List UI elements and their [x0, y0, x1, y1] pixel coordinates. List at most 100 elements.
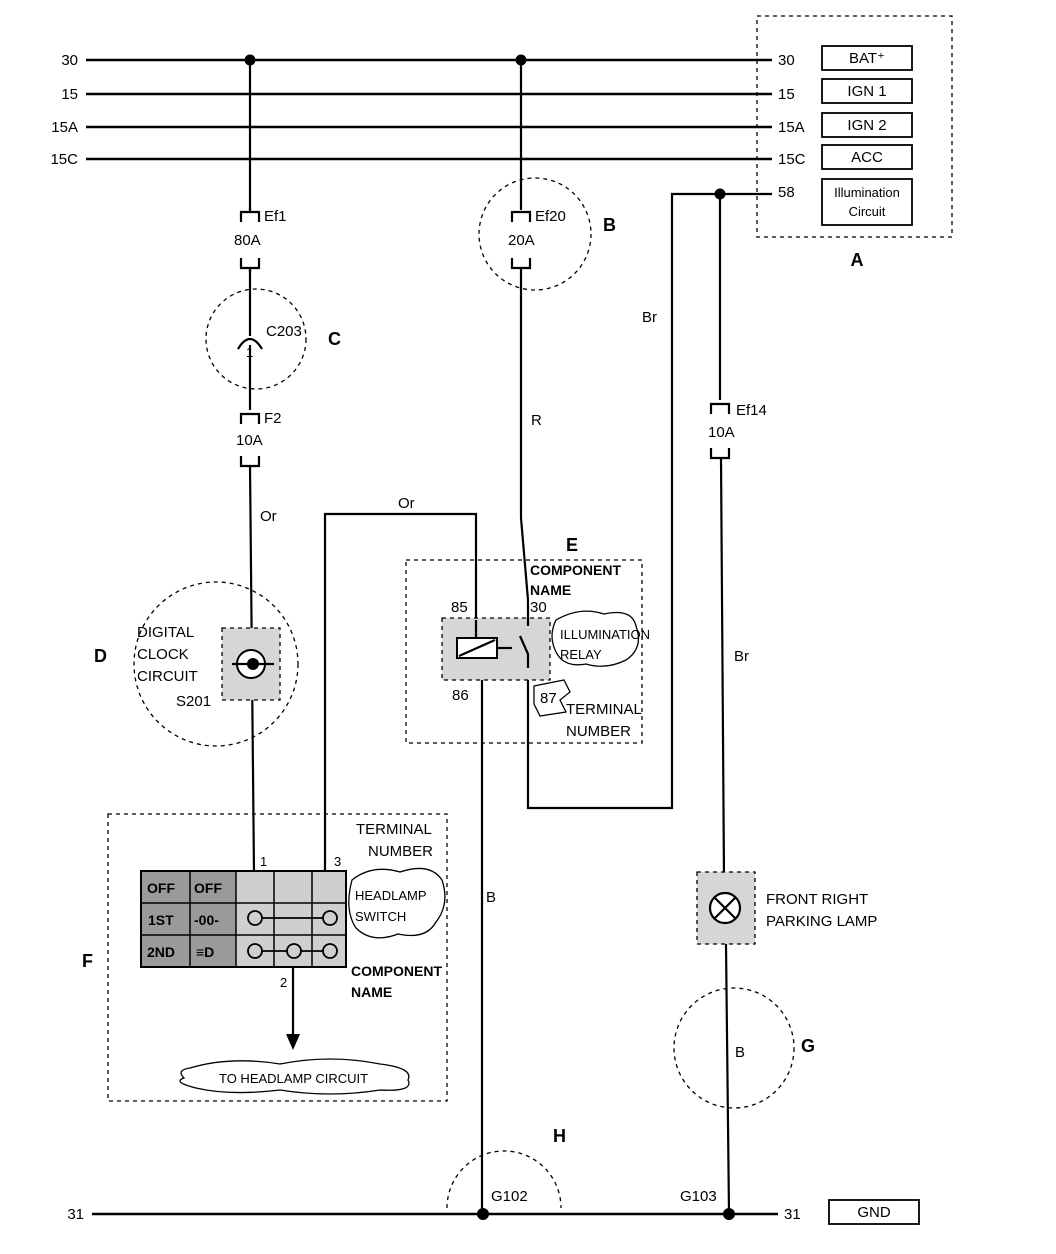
fuse-ef1-rating: 80A: [234, 232, 261, 249]
bus-15-right-label: 15: [778, 86, 795, 103]
connector-c203-name: C203: [266, 323, 302, 340]
relay-name-cloud: [551, 610, 640, 667]
node-g102: [477, 1208, 489, 1220]
bus-15a-left-label: 15A: [51, 119, 78, 136]
wire-br-right: [719, 457, 726, 877]
switch-component-name-line2: NAME: [351, 984, 392, 1000]
bus-31-right-label: 31: [784, 1206, 801, 1223]
switch-row-1st-pos: 1ST: [148, 912, 174, 928]
relay-pin-30: 30: [530, 599, 547, 616]
acc-box-label: ACC: [851, 149, 883, 166]
switch-name-line1: HEADLAMP: [355, 888, 427, 903]
illumination-box-line1: Illumination: [834, 185, 900, 200]
or-wire: Or: [323, 495, 478, 872]
relay-terminal-number-line1: TERMINAL: [566, 701, 642, 718]
switch-name-line2: SWITCH: [355, 909, 406, 924]
switch-name-cloud: [348, 867, 446, 939]
fuse-ef14-top: [709, 402, 731, 414]
wire-color-or-top: Or: [398, 495, 415, 512]
callout-g: G: [801, 1036, 815, 1056]
terminal-58-label: 58: [778, 184, 795, 201]
ign2-box-label: IGN 2: [847, 117, 886, 134]
switch-component-name-line1: COMPONENT: [351, 963, 442, 979]
wire-r: [519, 268, 530, 601]
wire-color-b-mid: B: [486, 889, 496, 906]
splice-label-line2: CLOCK: [137, 646, 189, 663]
switch-pin-2: 2: [280, 975, 287, 990]
relay-terminal-number-line2: NUMBER: [566, 723, 631, 740]
ign1-box: [821, 78, 913, 104]
callout-g-circle: [673, 987, 795, 1109]
relay-name-line2: RELAY: [560, 647, 602, 662]
bus-15c-right-label: 15C: [778, 151, 806, 168]
switch-row-2nd-sym: ≡D: [196, 944, 214, 960]
fuse-f2-name: F2: [264, 410, 282, 427]
switch-pin-3: 3: [334, 854, 341, 869]
bat-box-label: BAT⁺: [849, 50, 885, 67]
bat-box: [821, 45, 913, 71]
fuse-ef14-name: Ef14: [736, 402, 767, 419]
lamp-name-line2: PARKING LAMP: [766, 913, 877, 930]
wire-b-right: [724, 943, 731, 1215]
acc-box: [821, 144, 913, 170]
wire-or-top: [323, 512, 478, 872]
ign1-box-label: IGN 1: [847, 83, 886, 100]
fuse-ef20-rating: 20A: [508, 232, 535, 249]
block-a-border: [756, 15, 953, 238]
ground-g103-label: G103: [680, 1188, 717, 1205]
bus-30-left-label: 30: [61, 52, 78, 69]
switch-row-1st-sym: -00-: [194, 912, 219, 928]
bus-30-right-label: 30: [778, 52, 795, 69]
connector-c203-symbol: [237, 337, 263, 350]
switch-contacts: [247, 910, 338, 959]
relay-pin-85: 85: [451, 599, 468, 616]
fuse-ef20-top: [510, 210, 532, 222]
headlamp-circuit-label: TO HEADLAMP CIRCUIT: [219, 1071, 368, 1086]
wire-color-br-right: Br: [734, 648, 749, 665]
wire-color-r: R: [531, 412, 542, 429]
middle-branch: Ef20 20A B R: [478, 54, 616, 601]
right-branch: Ef14 10A Br FRONT RIGHT PARKING LAMP B G: [673, 194, 877, 1215]
fuse-ef14-bottom: [709, 448, 731, 460]
relay-contact: [518, 635, 530, 668]
splice-label-line3: CIRCUIT: [137, 668, 198, 685]
lamp-bulb-cross-b: [714, 897, 736, 919]
ground-g102-label: G102: [491, 1188, 528, 1205]
wire-br-upper: [526, 192, 772, 810]
fuse-f2-rating: 10A: [236, 432, 263, 449]
relay-pin-87: 87: [540, 690, 557, 707]
relay-87-tag: [533, 679, 571, 717]
splice-label-line1: DIGITAL: [137, 624, 194, 641]
fuse-ef20-name: Ef20: [535, 208, 566, 225]
relay-pin-86: 86: [452, 687, 469, 704]
relay-component-name-line2: NAME: [530, 582, 571, 598]
power-buses: 30 15 15A 15C: [50, 52, 772, 168]
callout-b: B: [603, 215, 616, 235]
wire-color-or-left: Or: [260, 508, 277, 525]
switch-terminal-number-line2: NUMBER: [368, 843, 433, 860]
splice-s201-name: S201: [176, 693, 211, 710]
gnd-box-label: GND: [857, 1204, 891, 1221]
callout-c: C: [328, 329, 341, 349]
fuse-ef1-name: Ef1: [264, 208, 287, 225]
left-branch: Ef1 80A C203 1 C F2 10A Or DIGITAL CLOCK…: [94, 54, 341, 875]
illumination-box: [821, 178, 913, 226]
callout-f: F: [82, 951, 93, 971]
fuse-ef14-rating: 10A: [708, 424, 735, 441]
bus-15a-right-label: 15A: [778, 119, 805, 136]
switch-terminal-number-line1: TERMINAL: [356, 821, 432, 838]
switch-row-off-sym: OFF: [194, 880, 222, 896]
parking-lamp-box: [696, 871, 756, 945]
relay-e: E 85 86 30 87 COMPONENT NAME ILLUMINATIO…: [405, 535, 650, 744]
wire-color-br-upper: Br: [642, 309, 657, 326]
gnd-box: [828, 1199, 920, 1225]
headlamp-circuit-cloud: [179, 1058, 410, 1095]
arrow-down-icon: [286, 1034, 300, 1050]
bus-15c-left-label: 15C: [50, 151, 78, 168]
fuse-f2-top: [239, 412, 261, 424]
relay-e-border: [405, 559, 643, 744]
relay-component-name-line1: COMPONENT: [530, 562, 621, 578]
relay-name-line1: ILLUMINATION: [560, 627, 650, 642]
callout-e: E: [566, 535, 578, 555]
fuse-ef20-bottom: [510, 258, 532, 270]
